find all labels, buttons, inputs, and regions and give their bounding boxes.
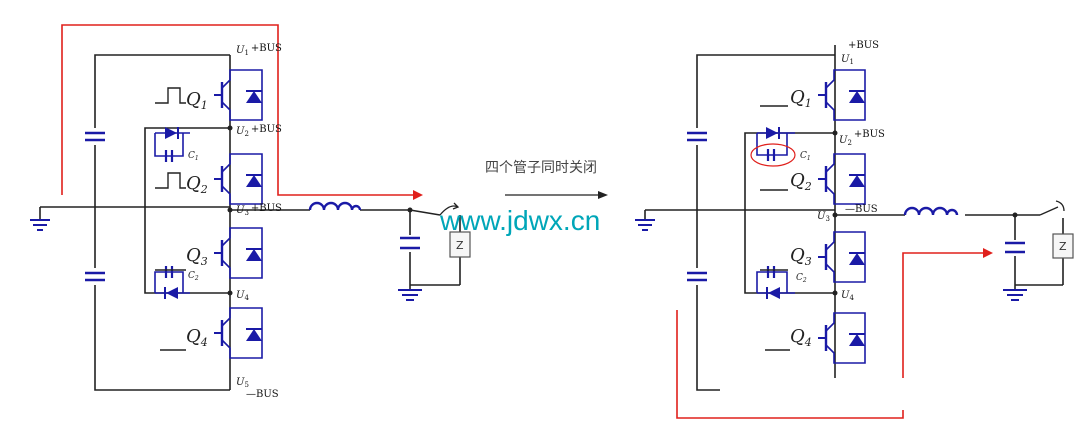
left-output-inductor — [308, 201, 362, 211]
left-clamp-diode-c1 — [154, 127, 190, 162]
left-dc-link-wires — [39, 54, 461, 391]
left-load-box — [449, 231, 471, 258]
right-dc-link-wires — [644, 45, 1064, 391]
left-q1-label: Q1 — [186, 89, 208, 112]
left-u4-label: U4 — [236, 290, 249, 302]
right-output-inductor — [903, 206, 959, 216]
left-output-ground-icon — [398, 289, 422, 301]
right-current-arrow-icon — [983, 248, 993, 258]
left-clamp-diode-c2 — [154, 266, 190, 299]
right-u1-label: U1 — [841, 54, 854, 66]
right-u3-bus-label: —BUS — [845, 204, 878, 215]
left-igbt-q3 — [214, 227, 263, 279]
right-u4-label: U4 — [841, 290, 854, 302]
right-load-box — [1052, 233, 1074, 259]
right-output-ground-icon — [1003, 289, 1027, 301]
right-junction-dots — [832, 130, 1018, 296]
right-u1-bus-label: +BUS — [848, 40, 879, 51]
right-q1-label: Q1 — [790, 87, 812, 110]
right-q2-label: Q2 — [790, 170, 812, 193]
left-q4-label: Q4 — [186, 326, 208, 349]
right-ground-icon — [635, 219, 655, 231]
left-gate-pulse-q2 — [155, 172, 186, 189]
right-dc-capacitor-top — [687, 131, 707, 142]
left-output-switch-icon — [439, 202, 460, 216]
right-output-capacitor — [1005, 241, 1025, 254]
left-c2-label: C2 — [188, 271, 199, 282]
left-igbt-q2 — [214, 153, 263, 205]
right-clamp-diode-c1 — [756, 127, 795, 161]
left-ground-icon — [30, 219, 50, 231]
left-current-path — [61, 24, 415, 196]
right-igbt-q3 — [818, 231, 866, 283]
right-output-switch-icon — [1039, 200, 1065, 216]
right-u3-label: U3 — [817, 211, 830, 223]
right-u2-label: U2+BUS — [839, 129, 885, 147]
left-u2-label: U2+BUS — [236, 124, 282, 138]
right-c1-label: C1 — [800, 151, 811, 162]
right-current-path — [676, 310, 904, 419]
right-q4-label: Q4 — [790, 326, 812, 349]
right-igbt-q4 — [818, 312, 866, 364]
left-load-label: Z — [456, 239, 464, 252]
right-c2-label: C2 — [796, 273, 807, 284]
right-circuit: Z Q1 Q2 Q3 Q4 C1 C2 +BUS U1 U2+BUS U3 —B… — [635, 40, 1074, 419]
caption-text: 四个管子同时关闭 — [485, 160, 597, 176]
transition-arrow-icon — [598, 191, 608, 199]
left-circuit: Z Q1 Q2 Q3 Q4 C1 C2 U1+BUS U2+BUS U3+BUS… — [30, 24, 471, 400]
left-u5-bus-label: —BUS — [246, 389, 279, 400]
left-gate-pulse-q1 — [155, 87, 186, 104]
left-igbt-q1 — [214, 69, 263, 121]
left-u3-label: U3+BUS — [236, 203, 282, 217]
left-q2-label: Q2 — [186, 173, 208, 196]
left-junction-dots — [227, 125, 413, 296]
left-dc-capacitor-top — [85, 131, 105, 142]
right-igbt-q1 — [818, 69, 866, 121]
right-dc-capacitor-bottom — [687, 271, 707, 282]
left-u5-label: U5 — [236, 377, 249, 389]
watermark-text: www.jdwx.cn — [439, 205, 600, 236]
left-q3-label: Q3 — [186, 245, 208, 268]
right-q3-label: Q3 — [790, 245, 812, 268]
left-c1-label: C1 — [188, 151, 199, 162]
right-load-label: Z — [1059, 240, 1067, 253]
right-igbt-q2 — [818, 153, 866, 205]
left-output-capacitor — [400, 236, 420, 250]
right-current-path-return — [902, 252, 985, 378]
left-current-arrow-icon — [413, 190, 423, 200]
right-c1-highlight-circle — [750, 143, 796, 167]
left-u1-label: U1+BUS — [236, 43, 282, 57]
left-dc-capacitor-bottom — [85, 271, 105, 282]
left-igbt-q4 — [214, 307, 263, 359]
right-clamp-diode-c2 — [756, 266, 795, 299]
